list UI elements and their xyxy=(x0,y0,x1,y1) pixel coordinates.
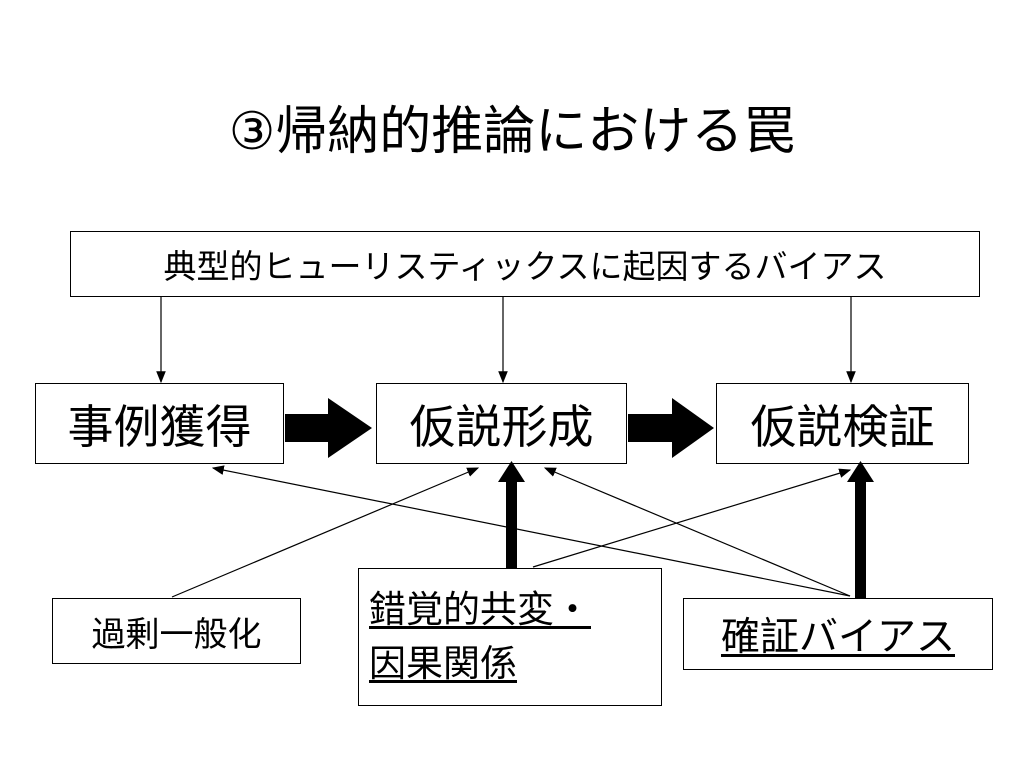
stage-case-acquisition-box: 事例獲得 xyxy=(35,383,284,464)
confirmation-to-acquisition-arrow xyxy=(211,465,851,597)
illusory-to-testing-arrow xyxy=(532,468,852,568)
stage2-to-stage3-block-arrow xyxy=(628,398,714,458)
overgeneralization-to-formation-arrow xyxy=(171,467,480,598)
stage-hypothesis-formation-box: 仮説形成 xyxy=(376,383,627,464)
overgeneralization-box: 過剰一般化 xyxy=(52,598,301,664)
representative-heuristic-bias-label: 典型的ヒューリスティックスに起因するバイアス xyxy=(163,247,887,286)
stage1-to-stage2-block-arrow xyxy=(285,398,372,458)
stage-hypothesis-formation-label: 仮説形成 xyxy=(409,399,594,454)
confirmation-to-testing-thick-shaft xyxy=(855,480,866,598)
slide-title: ③帰納的推論における罠 xyxy=(228,102,796,162)
confirmation-to-formation-arrow xyxy=(543,467,851,597)
illusory-correlation-label-line2: 因果関係 xyxy=(369,642,517,685)
confirmation-bias-label: 確証バイアス xyxy=(720,615,955,660)
stage-case-acquisition-label: 事例獲得 xyxy=(67,399,252,454)
stage-hypothesis-testing-label: 仮説検証 xyxy=(750,399,935,454)
illusory-correlation-label-line1: 錯覚的共変・ xyxy=(369,588,591,631)
illusory-correlation-box: 錯覚的共変・ 因果関係 xyxy=(358,568,662,706)
representative-heuristic-bias-box: 典型的ヒューリスティックスに起因するバイアス xyxy=(70,231,980,297)
confirmation-to-testing-thick-head xyxy=(847,461,874,482)
overgeneralization-label: 過剰一般化 xyxy=(91,614,262,655)
illusory-to-formation-thick-shaft xyxy=(506,480,517,568)
illusory-to-formation-thick-head xyxy=(498,461,525,482)
stage-hypothesis-testing-box: 仮説検証 xyxy=(716,383,969,464)
confirmation-bias-box: 確証バイアス xyxy=(683,598,993,670)
